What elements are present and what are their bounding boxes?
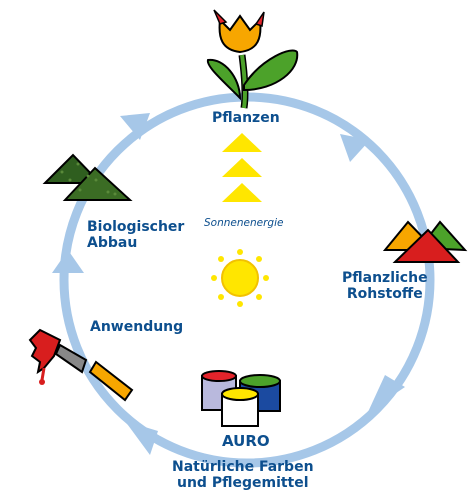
paintbrush-icon: [28, 328, 134, 402]
label-pflanzliche-line2: Rohstoffe: [346, 286, 423, 302]
cycle-arrow-bottom-left: [125, 421, 158, 455]
label-pflanzliche-line1: Pflanzliche: [342, 270, 428, 286]
label-farben-line2: und Pflegemittel: [177, 475, 309, 491]
label-sonnenenergie: Sonnenenergie: [204, 217, 284, 229]
compost-piles-icon: [42, 153, 133, 201]
label-biologischer-abbau: Biologischer Abbau: [87, 219, 184, 251]
spice-piles-icon: [382, 220, 468, 263]
cycle-arrow-top-left: [120, 113, 150, 140]
tulip-icon: [206, 9, 299, 109]
paint-cans-icon: [201, 370, 281, 427]
sun-icon: [211, 249, 269, 307]
label-anwendung: Anwendung: [90, 319, 184, 335]
label-pflanzliche-rohstoffe: Pflanzliche Rohstoffe: [342, 270, 428, 302]
triangle-up-icon: [222, 133, 262, 152]
cycle-arrow-right-bottom: [368, 375, 405, 412]
triangle-up-icon: [222, 183, 262, 202]
cycle-arrow-right-top: [340, 134, 370, 162]
cycle-arrow-left: [52, 250, 84, 273]
label-abbau-line2: Abbau: [87, 235, 138, 251]
label-natuerliche-farben: Natürliche Farben und Pflegemittel: [172, 459, 314, 491]
triangle-up-icon: [222, 158, 262, 177]
label-auro: AURO: [222, 432, 270, 450]
label-pflanzen: Pflanzen: [212, 110, 280, 126]
label-farben-line1: Natürliche Farben: [172, 459, 314, 475]
label-abbau-line1: Biologischer: [87, 219, 185, 235]
